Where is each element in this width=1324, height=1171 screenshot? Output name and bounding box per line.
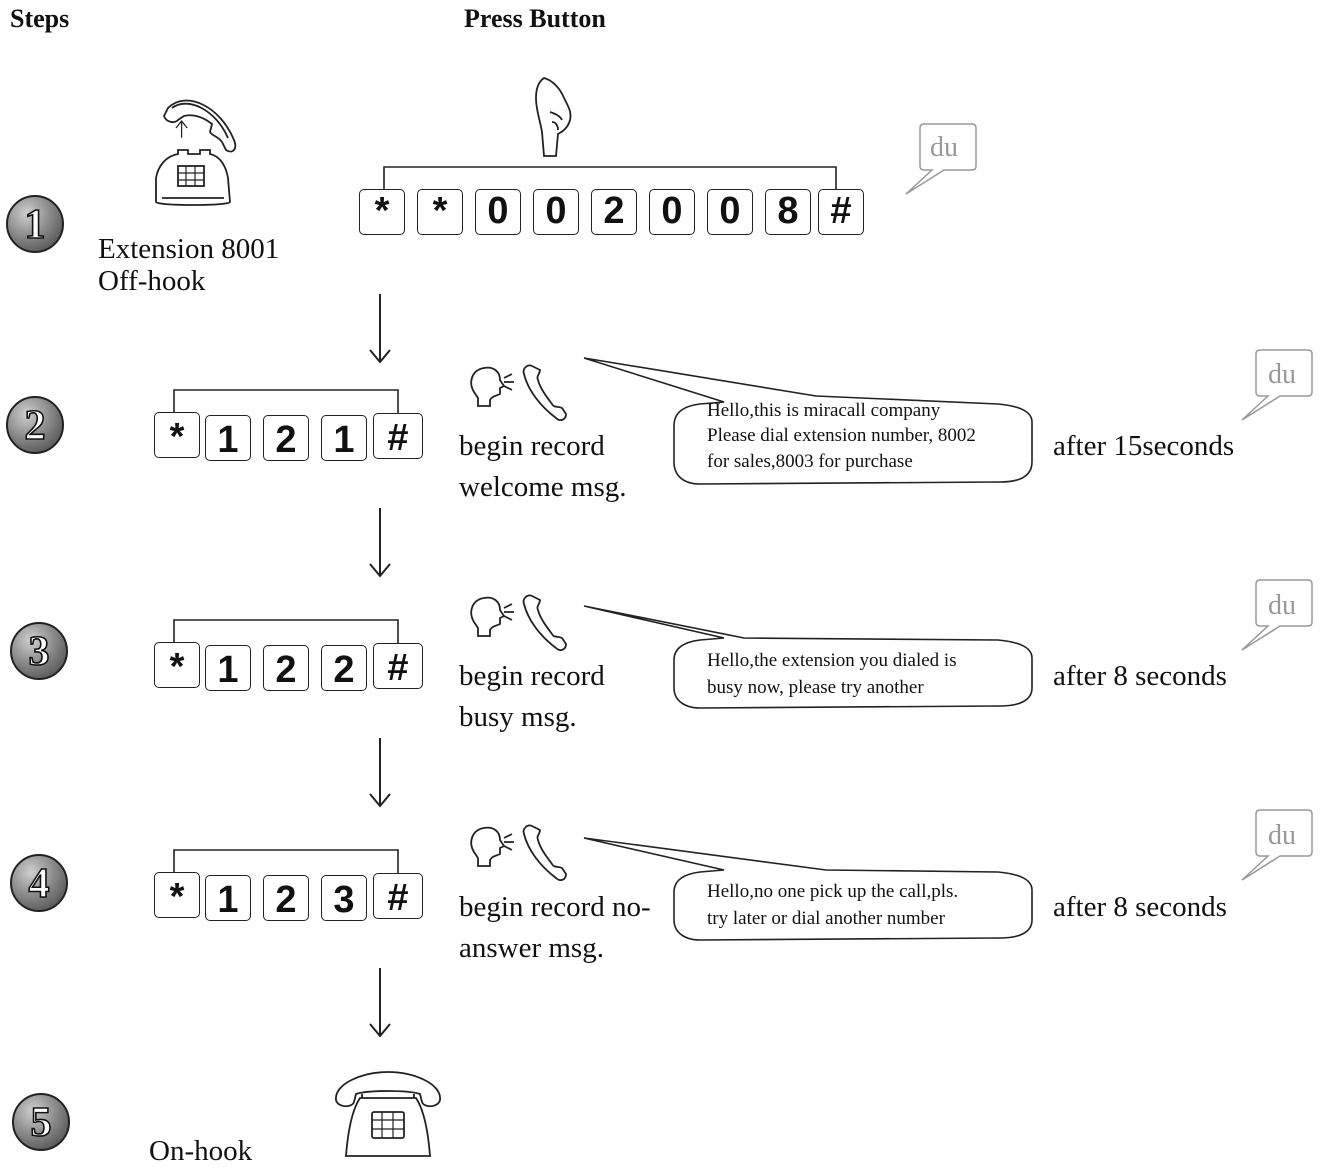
step3-desc-line1: begin record: [459, 660, 605, 692]
step-number-3: 3: [10, 622, 68, 680]
speech-bubble: [583, 837, 1033, 941]
bubble-line: for sales,8003 for purchase: [707, 451, 913, 472]
phone-offhook-icon: [155, 99, 237, 206]
du-bubble-icon: [1241, 809, 1313, 881]
step-number-1: 1: [6, 195, 64, 253]
speaking-head-icon: [470, 824, 567, 881]
du-bubble-icon: [905, 123, 977, 195]
key-0[interactable]: 0: [475, 189, 521, 235]
bubble-line: Please dial extension number, 8002: [707, 425, 976, 446]
finger-pointer-icon: [535, 77, 572, 157]
bubble-line: Hello,this is miracall company: [707, 400, 941, 421]
speaking-head-icon: [470, 594, 567, 651]
down-arrow-icon: [369, 738, 391, 808]
key-2[interactable]: 2: [591, 189, 637, 235]
key-1[interactable]: 1: [205, 875, 251, 921]
step4-after: after 8 seconds: [1053, 891, 1227, 923]
key-0[interactable]: 0: [533, 189, 579, 235]
step1-label-line1: Extension 8001: [98, 233, 280, 265]
bubble-line: Hello,no one pick up the call,pls.: [707, 881, 959, 902]
press-button-header: Press Button: [464, 4, 606, 33]
down-arrow-icon: [369, 968, 391, 1038]
speaking-head-icon: [470, 364, 567, 421]
step1-label-line2: Off-hook: [98, 265, 206, 297]
step4-desc-line2: answer msg.: [459, 932, 604, 964]
key-hash[interactable]: #: [373, 643, 423, 689]
key-2[interactable]: 2: [263, 645, 309, 691]
step-number-2: 2: [6, 396, 64, 454]
step2-bracket: [173, 389, 399, 415]
key-1[interactable]: 1: [321, 415, 367, 461]
step2-desc-line1: begin record: [459, 430, 605, 462]
key-star[interactable]: *: [359, 189, 405, 235]
key-3[interactable]: 3: [321, 875, 367, 921]
du-bubble-icon: [1241, 349, 1313, 421]
du-text: du: [1268, 590, 1296, 621]
bubble-line: try later or dial another number: [707, 908, 945, 929]
du-bubble-icon: [1241, 579, 1313, 651]
phone-onhook-icon: [335, 1071, 441, 1157]
key-star[interactable]: *: [154, 872, 200, 918]
key-0[interactable]: 0: [649, 189, 695, 235]
key-star[interactable]: *: [154, 412, 200, 458]
key-hash[interactable]: #: [373, 873, 423, 919]
step5-label: On-hook: [149, 1135, 253, 1167]
speech-bubble: [583, 605, 1033, 709]
key-1[interactable]: 1: [205, 415, 251, 461]
key-0[interactable]: 0: [707, 189, 753, 235]
speech-bubble: [583, 357, 1033, 485]
steps-header: Steps: [10, 4, 70, 33]
step3-bracket: [173, 619, 399, 645]
key-star[interactable]: *: [154, 642, 200, 688]
step2-after: after 15seconds: [1053, 430, 1235, 462]
key-1[interactable]: 1: [205, 645, 251, 691]
key-2[interactable]: 2: [263, 875, 309, 921]
step3-after: after 8 seconds: [1053, 660, 1227, 692]
key-star[interactable]: *: [417, 189, 463, 235]
du-text: du: [1268, 820, 1296, 851]
step4-bracket: [173, 849, 399, 875]
bubble-line: busy now, please try another: [707, 677, 924, 698]
bubble-line: Hello,the extension you dialed is: [707, 650, 957, 671]
down-arrow-icon: [369, 294, 391, 364]
key-8[interactable]: 8: [765, 189, 811, 235]
step2-desc-line2: welcome msg.: [459, 471, 627, 503]
du-text: du: [1268, 359, 1296, 390]
down-arrow-icon: [369, 508, 391, 578]
key-2[interactable]: 2: [263, 415, 309, 461]
key-hash[interactable]: #: [373, 413, 423, 459]
key-2[interactable]: 2: [321, 645, 367, 691]
key-hash[interactable]: #: [818, 189, 864, 235]
step-number-4: 4: [10, 854, 68, 912]
step-number-5: 5: [12, 1093, 70, 1151]
step4-desc-line1: begin record no-: [459, 891, 651, 923]
du-text: du: [930, 132, 958, 163]
step1-bracket: [383, 166, 837, 190]
step3-desc-line2: busy msg.: [459, 701, 577, 733]
